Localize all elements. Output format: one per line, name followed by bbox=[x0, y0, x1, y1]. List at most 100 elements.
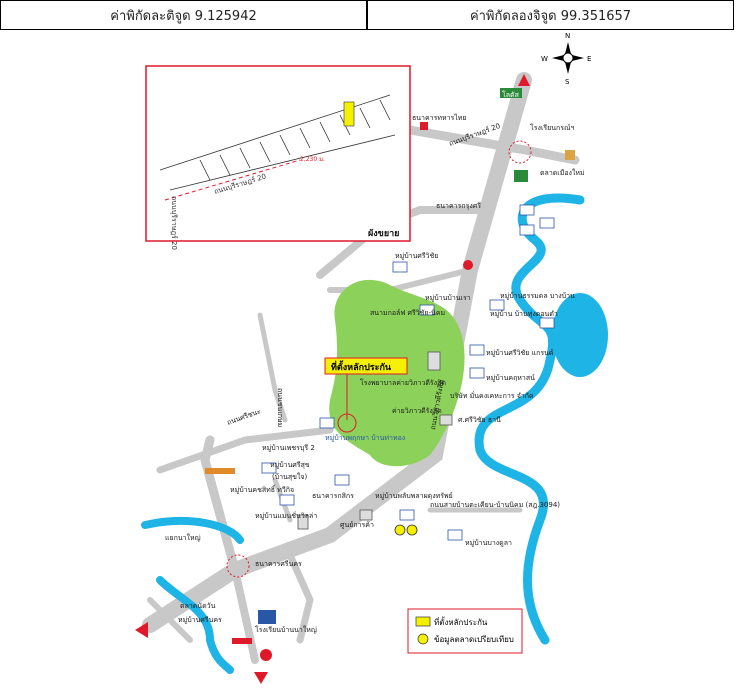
inset-lot bbox=[343, 101, 355, 127]
latitude-cell: ค่าพิกัดละติจูด 9.125942 bbox=[1, 1, 368, 29]
legend-collateral-swatch bbox=[415, 616, 431, 627]
house-icon bbox=[519, 204, 535, 216]
chanakasem-road bbox=[156, 426, 334, 474]
lotus-label: โลตัส bbox=[502, 90, 520, 99]
road-20 bbox=[405, 125, 580, 165]
building-icon bbox=[359, 509, 373, 521]
river-west bbox=[141, 516, 244, 674]
thanee-label: ศ.ศรีวิชัย ธานี bbox=[458, 416, 501, 424]
inset-frame bbox=[145, 65, 411, 242]
school-sign bbox=[258, 610, 276, 624]
market-label: ตลาดเมืองใหม่ bbox=[540, 168, 585, 177]
coordinate-header: ค่าพิกัดละติจูด 9.125942 ค่าพิกัดลองจิจู… bbox=[0, 0, 734, 30]
road-left-label: ถนนชนเกษม bbox=[276, 388, 284, 427]
house-icon bbox=[261, 462, 277, 474]
building-icon bbox=[439, 414, 453, 426]
location-map: ถนนบุรีราษฎร์ 20 ถนนบุรีราษฎร์ 20 2,230 … bbox=[135, 32, 608, 684]
road-trang-label: ถนนสายบ้านตะเคียน-บ้านนิคม (สฎ.3094) bbox=[430, 501, 560, 509]
road-network bbox=[142, 72, 580, 664]
baanrao-label: หมู่บ้านบ้านเรา bbox=[425, 294, 471, 302]
callout-box bbox=[324, 357, 408, 375]
market-point-2 bbox=[406, 524, 418, 536]
compass-n: N bbox=[565, 32, 570, 40]
school-label: โรงเรียนกรณ์ฯ bbox=[530, 123, 574, 132]
legend-collateral-label: ที่ตั้งหลักประกัน bbox=[434, 616, 488, 627]
house-icon bbox=[489, 299, 505, 311]
hospital-icon bbox=[420, 122, 428, 130]
compass-w: W bbox=[541, 55, 548, 63]
legend-market-label: ข้อมูลตลาดเปรียบเทียบ bbox=[434, 635, 514, 645]
legend-box bbox=[407, 608, 523, 654]
tharadol-label: หมู่บ้านธรรมดล บางบ้าน bbox=[500, 292, 575, 300]
thansin-label: หมู่บ้านพลับพลาผดุงทรัพย์ bbox=[375, 492, 453, 500]
west-arrow bbox=[135, 622, 148, 638]
shell-label: ธนาคารศรีนคร bbox=[255, 560, 302, 568]
left-road bbox=[200, 435, 240, 575]
stadium-label: สนามกอล์ฟ ศรีวิชัย-นิคม bbox=[370, 309, 445, 317]
lotus-logo bbox=[500, 88, 522, 98]
bank-label: ธนาคารทหารไทย bbox=[412, 113, 467, 122]
orange-sign bbox=[205, 468, 235, 474]
hospital-label: โรงพยาบาลค่ายวิภาวดีรังสิต bbox=[360, 378, 446, 387]
house-icon bbox=[539, 317, 555, 329]
interchange-label: แยกนาใหญ่ bbox=[165, 533, 201, 542]
kasikorn-label: ธนาคารกสิกร bbox=[312, 492, 354, 500]
compass-e: E bbox=[587, 55, 591, 63]
collateral-callout: ที่ตั้งหลักประกัน bbox=[324, 357, 408, 420]
house-icon bbox=[539, 217, 555, 229]
sukhum-sub-label: (บ้านสุขใจ) bbox=[272, 472, 307, 481]
legend-market-swatch bbox=[417, 633, 429, 645]
lake bbox=[552, 293, 608, 377]
commercial-label: ศูนย์การค้า bbox=[340, 521, 374, 529]
krungsri-label: ธนาคารกรุงศรี bbox=[436, 202, 481, 210]
side-road-2 bbox=[257, 312, 288, 423]
house-icon bbox=[399, 509, 415, 521]
inset-caption: ผังขยาย bbox=[368, 228, 399, 239]
house-icons bbox=[261, 204, 555, 541]
bottom-home-label: หมู่บ้านบางดูลา bbox=[465, 539, 512, 547]
house-icon bbox=[447, 529, 463, 541]
road-phuket-label: ถนนศรีชนะ bbox=[226, 407, 262, 427]
star-icon bbox=[260, 649, 272, 661]
inset-road-label-2: ถนนบุรีราษฎร์ 20 bbox=[170, 196, 178, 250]
building-icon bbox=[427, 351, 441, 371]
house-icon bbox=[319, 417, 335, 429]
south-road bbox=[231, 566, 259, 664]
company-label: บริษัท มั่นคงเคหะการ จำกัด bbox=[450, 391, 534, 400]
inset-map: ถนนบุรีราษฎร์ 20 ถนนบุรีราษฎร์ 20 2,230 … bbox=[145, 65, 411, 250]
sukhum-label: หมู่บ้านศรีสุข bbox=[270, 461, 310, 469]
main-highway bbox=[142, 72, 532, 633]
legend: ที่ตั้งหลักประกัน ข้อมูลตลาดเปรียบเทียบ bbox=[407, 608, 523, 654]
house-icon bbox=[469, 367, 485, 379]
intersection-marker-2 bbox=[226, 554, 250, 578]
red-sign bbox=[232, 638, 252, 644]
sriwichai-grand-label: หมู่บ้านศรีวิชัย แกรนด์ bbox=[486, 349, 553, 357]
house-icon bbox=[392, 261, 408, 273]
ban-thung-label: หมู่บ้าน บ้านทุ่งดอนดำ bbox=[490, 310, 558, 318]
intersection-marker-1 bbox=[508, 140, 532, 164]
house-icon bbox=[469, 344, 485, 356]
longitude-cell: ค่าพิกัดลองจิจูด 99.351657 bbox=[469, 8, 632, 24]
mansion-label: หมู่บ้านแมนชั่นวิลล่า bbox=[255, 511, 317, 520]
pluem-label: หมู่บ้านเพชรบุรี 2 bbox=[262, 444, 315, 452]
sw-road bbox=[147, 597, 193, 643]
army-label: ค่ายวิภาวดีรังสิต bbox=[392, 407, 442, 415]
house-icon bbox=[334, 474, 350, 486]
market-point-1 bbox=[394, 524, 406, 536]
river-east bbox=[474, 193, 585, 645]
inset-distance: 2,230 ม. bbox=[300, 156, 325, 163]
compass-rose: N S E W bbox=[541, 32, 591, 86]
map-markers bbox=[135, 74, 532, 684]
tree-icon bbox=[514, 170, 528, 182]
house-icon bbox=[419, 304, 435, 316]
collateral-site-label: หมู่บ้านพฤกษา บ้านท่าทอง bbox=[325, 434, 405, 442]
building-icon bbox=[297, 514, 309, 530]
compass-s: S bbox=[565, 78, 570, 86]
thanee-home-label: หมู่บ้านคฤหาสน์ bbox=[486, 374, 535, 382]
rivers bbox=[141, 193, 608, 674]
down-road bbox=[286, 551, 314, 644]
sriwichai-label: หมู่บ้านศรีวิชัย bbox=[395, 252, 438, 260]
fuel-icon bbox=[463, 260, 473, 270]
house-icon bbox=[519, 224, 535, 236]
north-arrow bbox=[518, 74, 530, 86]
